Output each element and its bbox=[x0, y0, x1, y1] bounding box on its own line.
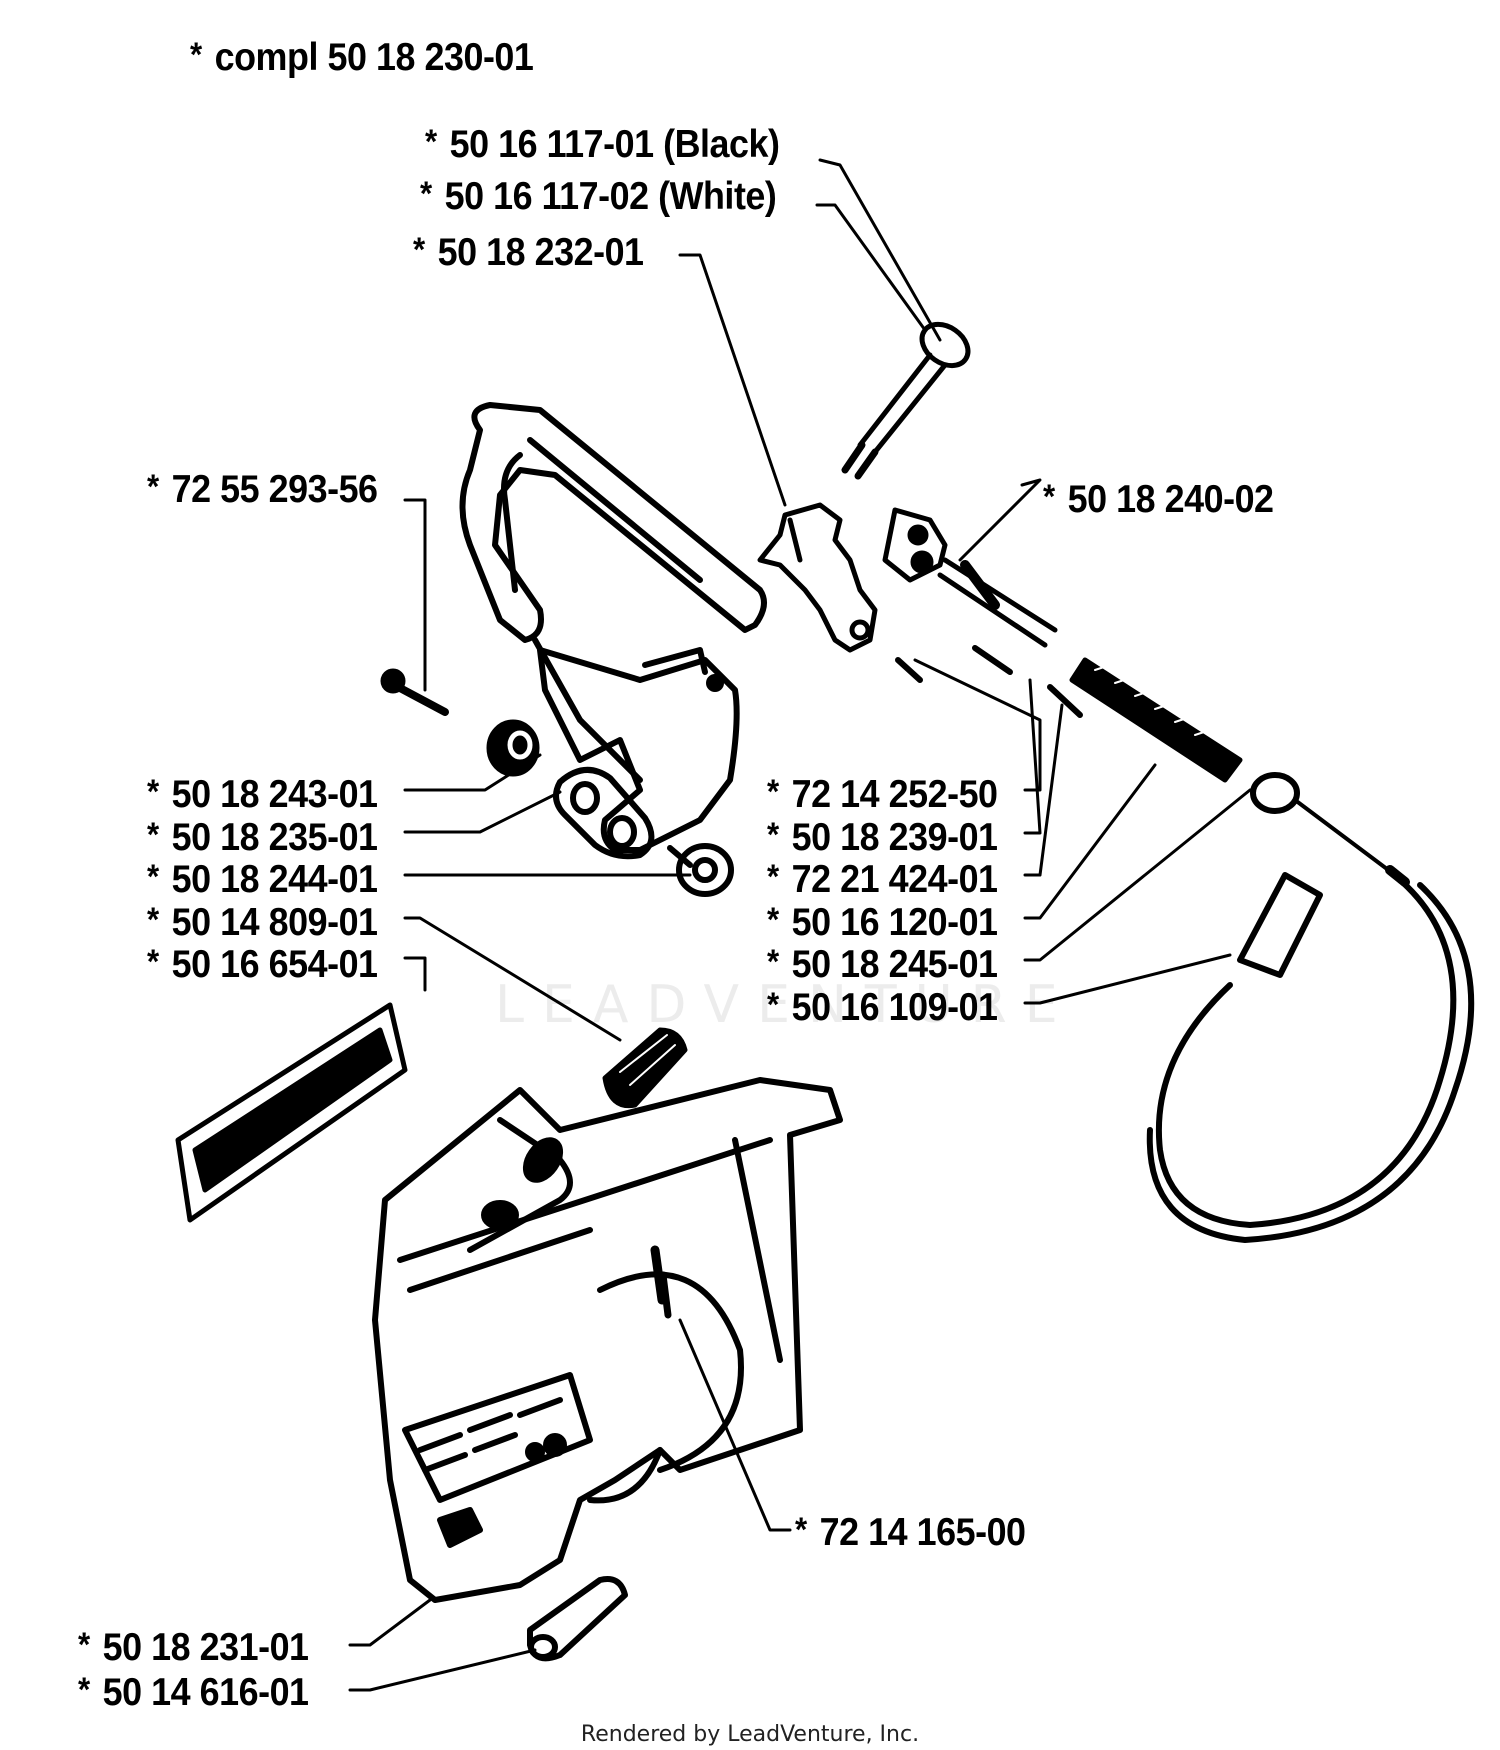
leader-knob bbox=[815, 158, 942, 342]
part-number: 72 14 252-50 bbox=[791, 773, 998, 816]
sleeve-part bbox=[602, 1027, 688, 1109]
star-marker: * bbox=[1043, 478, 1055, 516]
star-marker: * bbox=[147, 816, 159, 854]
part-label: * 50 18 231-01 bbox=[78, 1628, 309, 1667]
part-number: 72 55 293-56 bbox=[171, 468, 378, 511]
star-marker: * bbox=[190, 36, 202, 74]
part-number: 50 16 654-01 bbox=[171, 943, 378, 986]
watermark: LEADVENTURE bbox=[495, 975, 1076, 1035]
part-label: * 50 18 244-01 bbox=[147, 860, 378, 899]
part-label: * 50 18 239-01 bbox=[767, 818, 998, 857]
part-number: 50 18 232-01 bbox=[437, 231, 644, 274]
part-number: 50 18 239-01 bbox=[791, 816, 998, 859]
adjuster-part bbox=[882, 507, 1058, 648]
part-number: 50 16 117-02 (White) bbox=[444, 175, 777, 218]
part-number: 50 16 117-01 (Black) bbox=[449, 123, 780, 166]
brake-band-part bbox=[1146, 872, 1475, 1243]
star-marker: * bbox=[413, 231, 425, 269]
leader-decal bbox=[403, 956, 427, 992]
star-marker: * bbox=[795, 1511, 807, 1549]
assembly-header: * compl 50 18 230-01 bbox=[190, 36, 534, 79]
leader-clip bbox=[1023, 703, 1064, 877]
leader-spring-small bbox=[1023, 678, 1042, 835]
leader-cover bbox=[348, 1598, 432, 1647]
part-number: 50 18 231-01 bbox=[102, 1626, 309, 1669]
part-label: * 72 21 424-01 bbox=[767, 860, 998, 899]
clutch-cover-part bbox=[372, 1077, 843, 1603]
part-label: * 50 14 809-01 bbox=[147, 903, 378, 942]
star-marker: * bbox=[767, 773, 779, 811]
part-label: * 50 18 232-01 bbox=[413, 233, 644, 272]
star-marker: * bbox=[78, 1671, 90, 1709]
part-number: 72 14 165-00 bbox=[819, 1511, 1026, 1554]
part-number: 50 18 245-01 bbox=[791, 943, 998, 986]
star-marker: * bbox=[767, 816, 779, 854]
star-marker: * bbox=[147, 858, 159, 896]
part-number: 50 18 235-01 bbox=[171, 816, 378, 859]
part-label: * 50 14 616-01 bbox=[78, 1673, 309, 1712]
part-number: 50 16 109-01 bbox=[791, 986, 998, 1029]
part-number: compl 50 18 230-01 bbox=[214, 36, 534, 79]
part-number: 50 16 120-01 bbox=[791, 901, 998, 944]
star-marker: * bbox=[78, 1626, 90, 1664]
leader-lines bbox=[348, 158, 1252, 1692]
part-label: * 50 16 117-01 (Black) bbox=[425, 125, 780, 164]
guide-part bbox=[527, 1576, 628, 1662]
leader-screw bbox=[403, 498, 427, 692]
part-label: * 50 16 120-01 bbox=[767, 903, 998, 942]
brake-lever-part bbox=[757, 502, 878, 653]
star-marker: * bbox=[147, 773, 159, 811]
leader-guide bbox=[348, 1648, 537, 1692]
leader-link bbox=[1023, 788, 1252, 962]
leader-spring bbox=[1023, 763, 1157, 920]
screw-part bbox=[380, 668, 449, 716]
part-label: * 50 18 245-01 bbox=[767, 945, 998, 984]
star-marker: * bbox=[767, 901, 779, 939]
part-label: * 50 16 109-01 bbox=[767, 988, 998, 1027]
part-label: * 50 18 235-01 bbox=[147, 818, 378, 857]
star-marker: * bbox=[425, 123, 437, 161]
part-number: 50 14 616-01 bbox=[102, 1671, 309, 1714]
decal-part bbox=[175, 1002, 408, 1223]
leader-pin-right bbox=[913, 658, 1042, 792]
part-number: 50 14 809-01 bbox=[171, 901, 378, 944]
leader-band bbox=[1023, 953, 1232, 1005]
part-number: 50 18 244-01 bbox=[171, 858, 378, 901]
handguard-part bbox=[459, 402, 767, 853]
part-number: 50 18 240-02 bbox=[1067, 478, 1274, 521]
part-number: 50 18 243-01 bbox=[171, 773, 378, 816]
star-marker: * bbox=[147, 468, 159, 506]
knob-part bbox=[841, 321, 971, 480]
part-label: * 72 14 252-50 bbox=[767, 775, 998, 814]
link-part bbox=[1250, 772, 1410, 887]
leader-sleeve bbox=[403, 916, 622, 1042]
spring-part bbox=[1069, 657, 1243, 783]
part-label: * 50 16 117-02 (White) bbox=[420, 175, 777, 218]
star-marker: * bbox=[767, 986, 779, 1024]
part-label: * 50 16 654-01 bbox=[147, 945, 378, 984]
star-marker: * bbox=[147, 943, 159, 981]
leader-washer bbox=[403, 790, 562, 834]
part-label: * 72 55 293-56 bbox=[147, 470, 378, 509]
part-number: 72 21 424-01 bbox=[791, 858, 998, 901]
rivet-part bbox=[659, 1271, 672, 1319]
part-label: * 50 18 243-01 bbox=[147, 775, 378, 814]
star-marker: * bbox=[147, 901, 159, 939]
leader-rivet bbox=[678, 1318, 792, 1532]
footer-credit: Rendered by LeadVenture, Inc. bbox=[580, 1722, 920, 1747]
leader-adjuster bbox=[958, 478, 1042, 562]
star-marker: * bbox=[767, 858, 779, 896]
leader-brake-lever bbox=[678, 253, 787, 507]
part-label: * 50 18 240-02 bbox=[1043, 480, 1274, 519]
bolt-part bbox=[486, 719, 540, 777]
washer-part bbox=[553, 767, 655, 860]
star-marker: * bbox=[767, 943, 779, 981]
small-pins bbox=[895, 645, 1083, 718]
part-label: * 72 14 165-00 bbox=[795, 1513, 1026, 1552]
pin-part bbox=[667, 843, 734, 897]
star-marker: * bbox=[420, 175, 432, 213]
